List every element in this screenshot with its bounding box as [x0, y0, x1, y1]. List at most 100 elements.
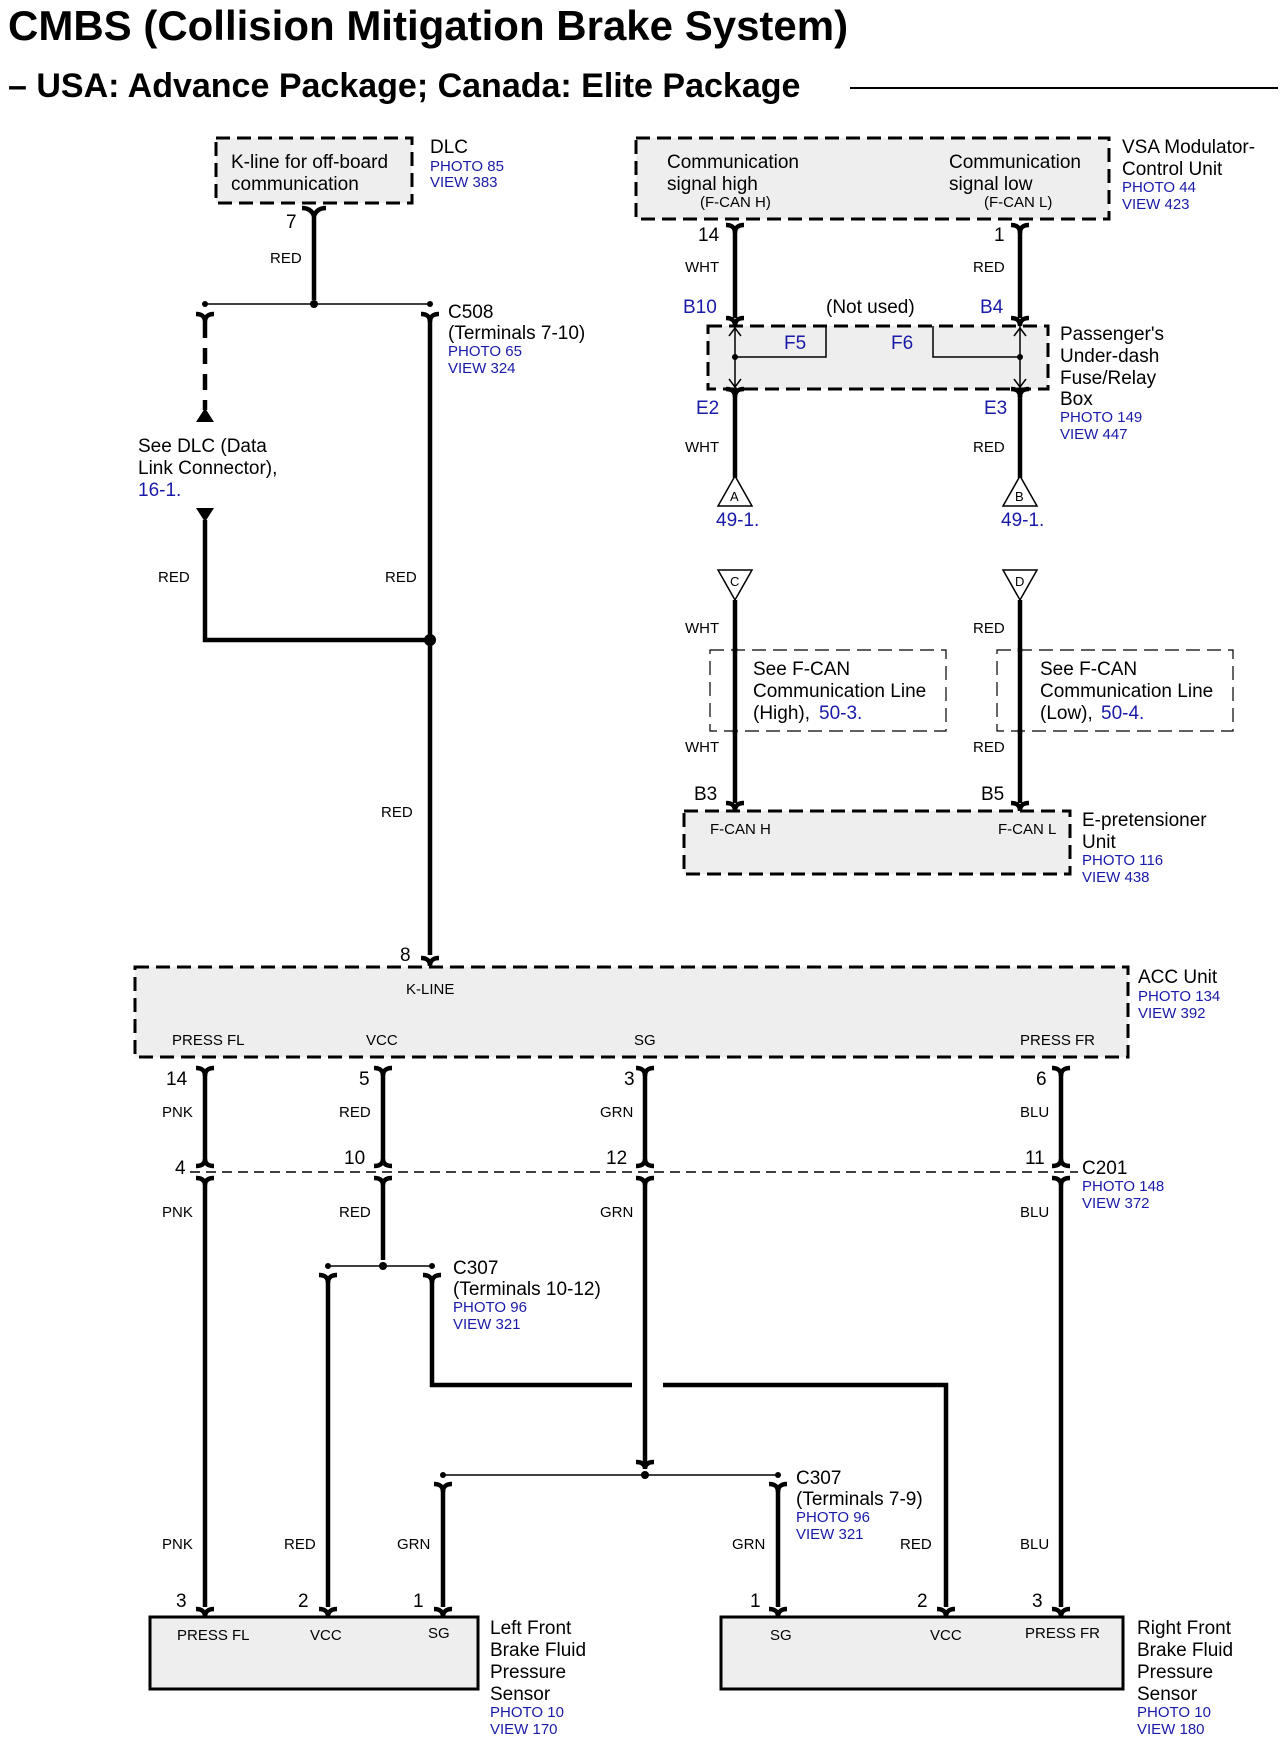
c201-name: C201 — [1082, 1158, 1127, 1179]
acc-view-link[interactable]: VIEW 392 — [1138, 1005, 1206, 1022]
wire-grn-2: GRN — [600, 1204, 633, 1221]
fcan-low-note-line2: Communication Line — [1040, 681, 1213, 702]
fuse-not-used: (Not used) — [826, 297, 915, 318]
left-sensor-view-link[interactable]: VIEW 170 — [490, 1721, 558, 1738]
left-sensor-pin-1: 1 — [413, 1591, 424, 1612]
c307-b-view-link[interactable]: VIEW 321 — [796, 1526, 864, 1543]
kline-splice-dot — [424, 634, 436, 646]
ref-b-letter: B — [1015, 489, 1024, 504]
fcan-high-note-line2: Communication Line — [753, 681, 926, 702]
fcan-high-note-ref-link[interactable]: 50-3. — [819, 703, 862, 724]
left-sensor-name-line2: Brake Fluid — [490, 1640, 586, 1661]
fuse-name-line3: Fuse/Relay — [1060, 368, 1157, 389]
c201-view-link[interactable]: VIEW 372 — [1082, 1195, 1150, 1212]
left-sensor-photo-link[interactable]: PHOTO 10 — [490, 1704, 564, 1721]
ref-b-link[interactable]: 49-1. — [1001, 510, 1044, 531]
offpage-ref-d[interactable]: D — [1001, 569, 1039, 602]
right-sensor-box — [719, 1615, 1125, 1691]
fuse-f5-path — [735, 326, 827, 358]
wire-red-1: RED — [339, 1104, 371, 1121]
offpage-ref-c[interactable]: C — [716, 569, 754, 602]
fcan-high-wire-color-bottom: WHT — [685, 739, 719, 756]
fuse-name-line2: Under-dash — [1060, 346, 1159, 367]
epre-photo-link[interactable]: PHOTO 116 — [1082, 852, 1163, 869]
vsa-name-line1: VSA Modulator- — [1122, 137, 1255, 158]
acc-press-fl: PRESS FL — [172, 1032, 245, 1049]
dlc-name: DLC — [430, 137, 468, 158]
right-sensor-sg: SG — [770, 1627, 792, 1644]
kline-lower-wire-color: RED — [381, 804, 413, 821]
epre-view-link[interactable]: VIEW 438 — [1082, 869, 1150, 886]
offpage-ref-a[interactable]: A 49-1. — [716, 474, 759, 531]
c201-photo-link[interactable]: PHOTO 148 — [1082, 1178, 1164, 1195]
vsa-comm-low-line2: signal low — [949, 174, 1033, 195]
fuse-e3-wire-color: RED — [973, 439, 1005, 456]
fuse-pin-e2: E2 — [696, 398, 719, 419]
fuse-pin-e3: E3 — [984, 398, 1007, 419]
acc-photo-link[interactable]: PHOTO 134 — [1138, 988, 1220, 1005]
fuse-view-link[interactable]: VIEW 447 — [1060, 426, 1128, 443]
see-dlc-ref-link[interactable]: 16-1. — [138, 480, 181, 501]
left-sensor-name-line4: Sensor — [490, 1684, 551, 1705]
epre-name-line1: E-pretensioner — [1082, 810, 1207, 831]
fcan-low-wire-color-top: RED — [973, 620, 1005, 637]
dlc-component: K-line for off-board communication DLC P… — [214, 136, 504, 300]
wire-pnk-3: PNK — [162, 1536, 193, 1553]
fcan-low-note-line3: (Low), — [1040, 703, 1093, 724]
wire-red-4: RED — [900, 1536, 932, 1553]
fuse-e2-wire-color: WHT — [685, 439, 719, 456]
acc-unit: 8 K-LINE PRESS FL VCC SG PRESS FR ACC Un… — [133, 945, 1220, 1090]
ref-d-triangle-icon — [1001, 569, 1039, 602]
acc-box — [133, 965, 1130, 1059]
vsa-high-wire-color: WHT — [685, 259, 719, 276]
vsa-view-link[interactable]: VIEW 423 — [1122, 196, 1190, 213]
fcan-high-note-line1: See F-CAN — [753, 659, 850, 680]
right-sensor-name-line1: Right Front — [1137, 1618, 1232, 1639]
vsa-comm-low-sub: (F-CAN L) — [984, 194, 1052, 211]
vsa-pin-high: 14 — [698, 225, 720, 246]
fuse-f5: F5 — [784, 333, 806, 354]
c508-photo-link[interactable]: PHOTO 65 — [448, 343, 522, 360]
vsa-photo-link[interactable]: PHOTO 44 — [1122, 179, 1196, 196]
c508-view-link[interactable]: VIEW 324 — [448, 360, 516, 377]
left-sensor-name-line3: Pressure — [490, 1662, 566, 1683]
offpage-ref-b[interactable]: B 49-1. — [1001, 474, 1044, 531]
epre-fcan-h: F-CAN H — [710, 821, 771, 838]
acc-pin-14: 14 — [166, 1069, 188, 1090]
c307-b-photo-link[interactable]: PHOTO 96 — [796, 1509, 870, 1526]
vsa-comm-high-line1: Communication — [667, 152, 799, 173]
acc-kline-label: K-LINE — [406, 981, 454, 998]
fcan-high-note: See F-CAN Communication Line (High), 50-… — [709, 648, 947, 734]
fcan-low-note-box — [996, 649, 1234, 732]
c201-pin-12: 12 — [606, 1148, 627, 1169]
fuse-photo-link[interactable]: PHOTO 149 — [1060, 409, 1142, 426]
fcan-high-note-box — [709, 649, 947, 732]
wire-red-3: RED — [284, 1536, 316, 1553]
vsa-low-wire-color: RED — [973, 259, 1005, 276]
dlc-photo-link[interactable]: PHOTO 85 — [430, 158, 504, 175]
right-sensor-view-link[interactable]: VIEW 180 — [1137, 1721, 1205, 1738]
dlc-view-link[interactable]: VIEW 383 — [430, 174, 498, 191]
fcan-low-note-ref-link[interactable]: 50-4. — [1101, 703, 1144, 724]
acc-vcc: VCC — [366, 1032, 398, 1049]
ref-c-triangle-icon — [716, 569, 754, 602]
right-sensor-name-line2: Brake Fluid — [1137, 1640, 1233, 1661]
epre-name-line2: Unit — [1082, 832, 1117, 853]
right-sensor-photo-link[interactable]: PHOTO 10 — [1137, 1704, 1211, 1721]
epre-pin-b3: B3 — [694, 784, 717, 805]
fuse-name-line1: Passenger's — [1060, 324, 1164, 345]
left-sensor-box — [148, 1615, 480, 1691]
wire-red-2: RED — [339, 1204, 371, 1221]
vsa-modulator: Communication signal high (F-CAN H) Comm… — [634, 136, 1255, 318]
fcan-low-wire-color-bottom: RED — [973, 739, 1005, 756]
c307-a-photo-link[interactable]: PHOTO 96 — [453, 1299, 527, 1316]
ref-a-link[interactable]: 49-1. — [716, 510, 759, 531]
left-sensor-name-line1: Left Front — [490, 1618, 572, 1639]
right-sensor-press-fr: PRESS FR — [1025, 1625, 1100, 1642]
wire-pnk-2: PNK — [162, 1204, 193, 1221]
left-sensor-vcc: VCC — [310, 1627, 342, 1644]
c307-a-view-link[interactable]: VIEW 321 — [453, 1316, 521, 1333]
dlc-pin: 7 — [286, 212, 297, 233]
vsa-name-line2: Control Unit — [1122, 159, 1223, 180]
